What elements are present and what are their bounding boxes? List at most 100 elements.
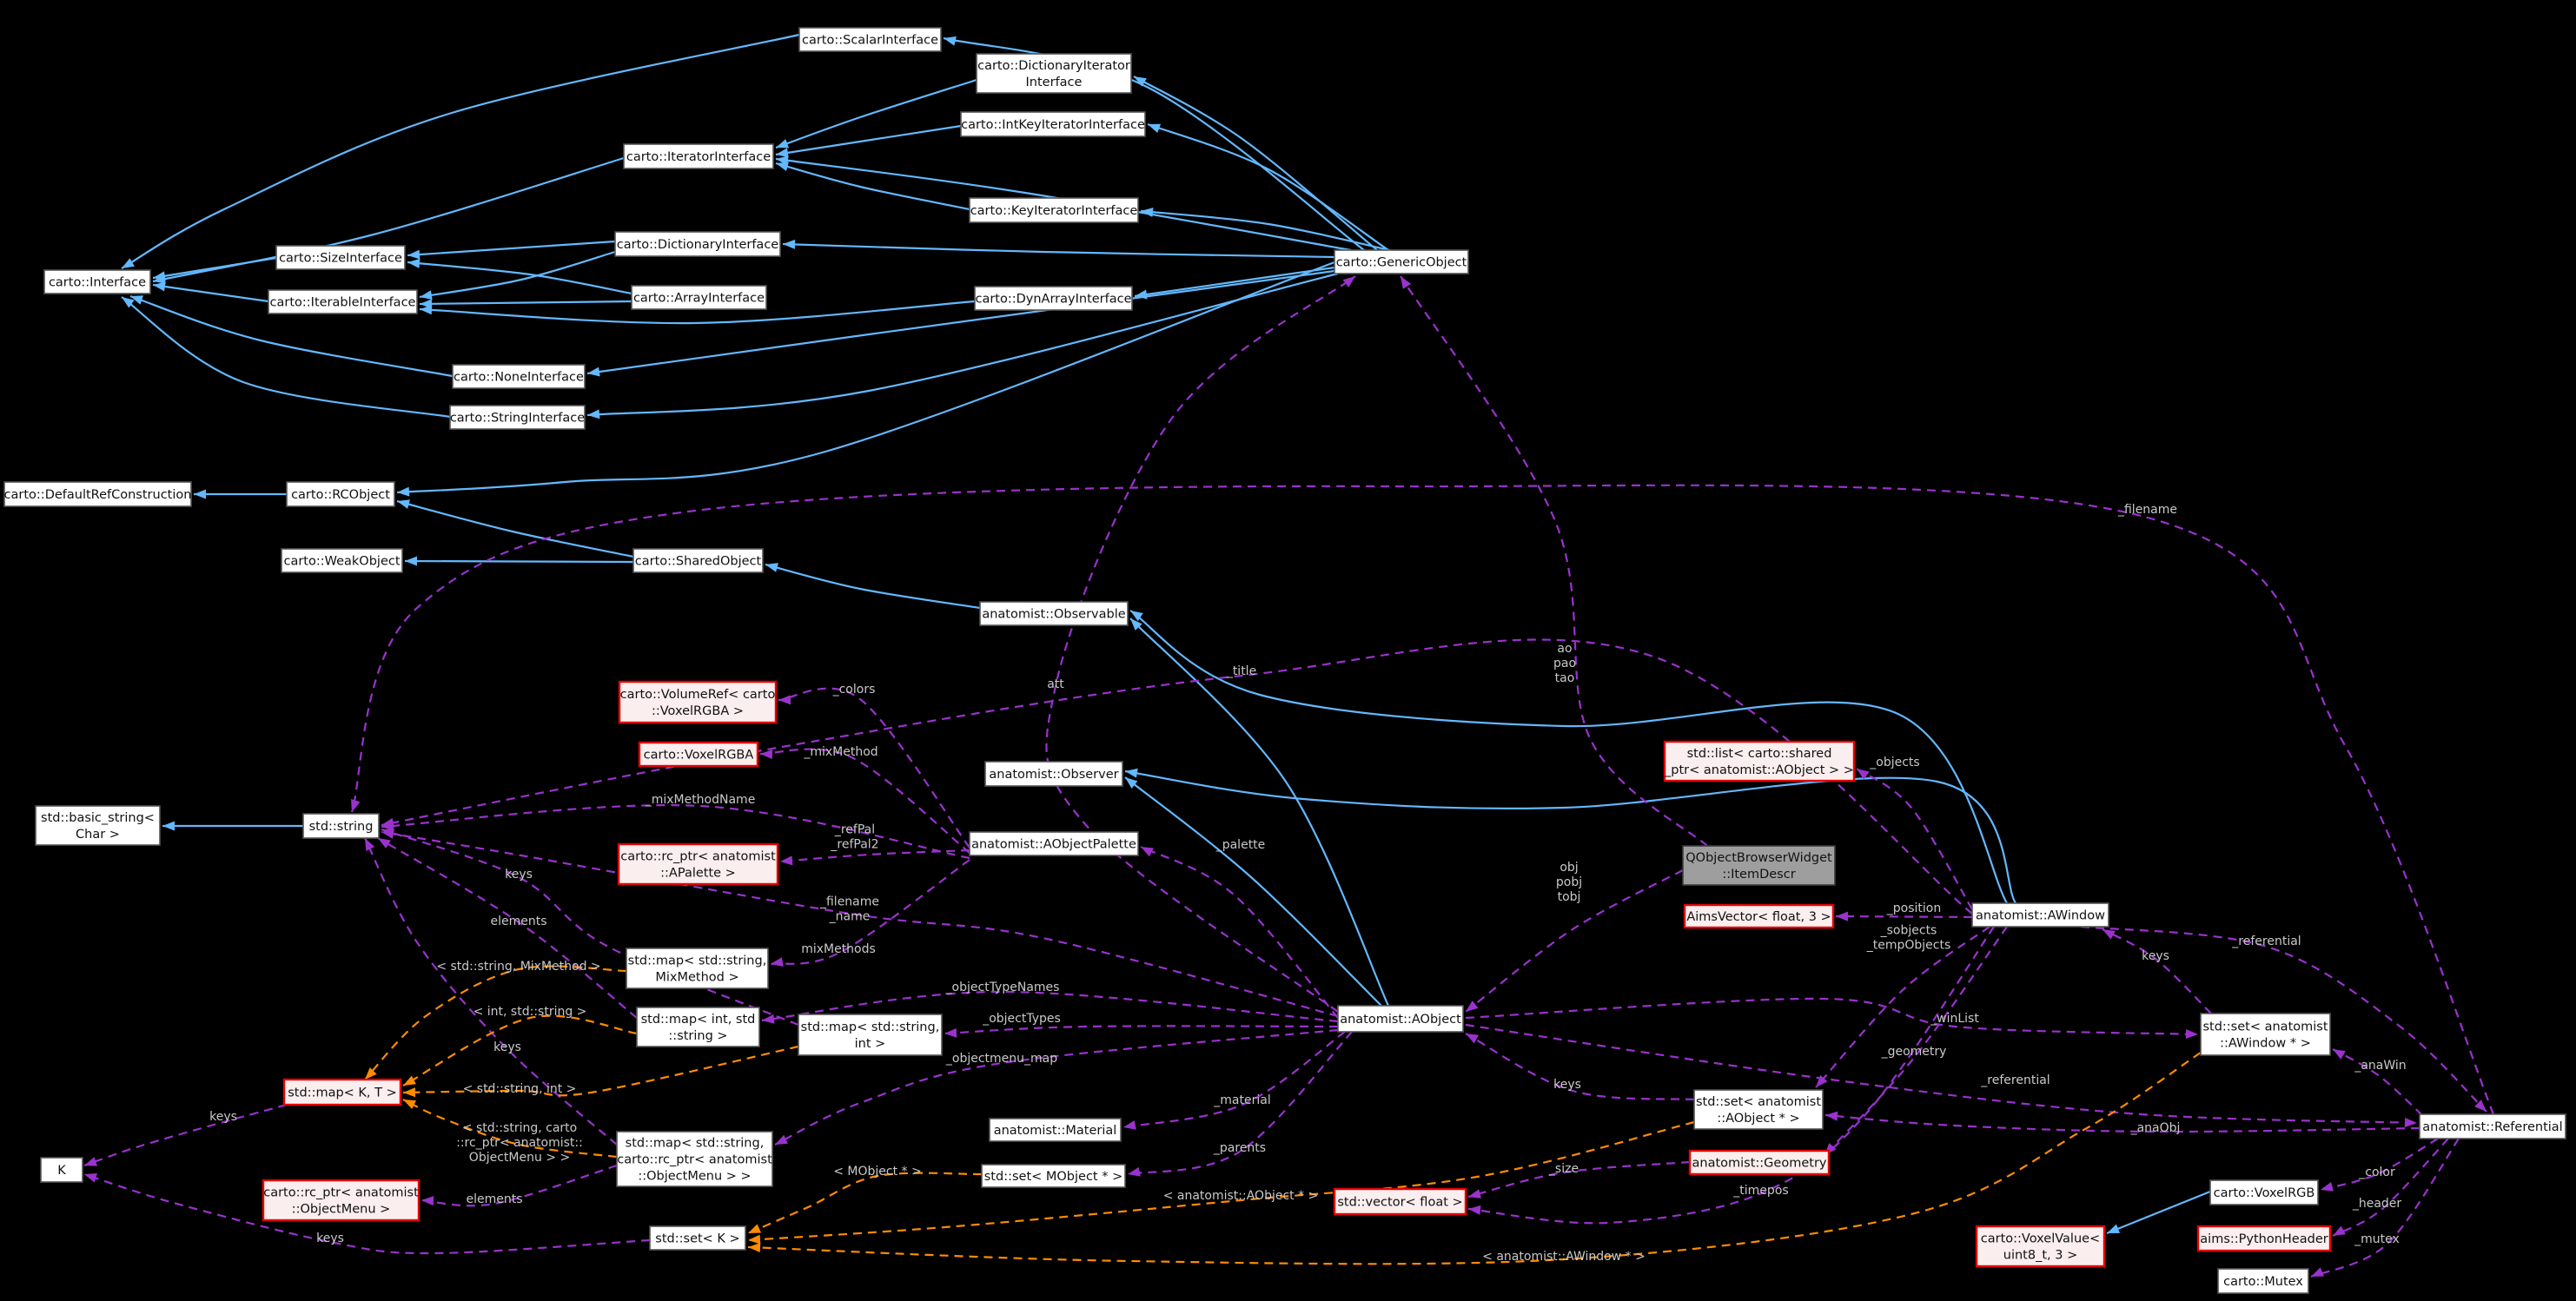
node-box-array-interface[interactable]: [631, 285, 767, 310]
node-box-size-interface[interactable]: [275, 245, 406, 270]
node-set-awindow[interactable]: std::set< anatomist::AWindow * >: [2200, 1013, 2331, 1056]
node-rc-ptr-objectmenu[interactable]: carto::rc_ptr< anatomist::ObjectMenu >: [262, 1179, 421, 1222]
node-dyn-array-interface[interactable]: carto::DynArrayInterface: [974, 286, 1133, 311]
node-box-map-string-mixmethod[interactable]: [626, 948, 769, 989]
node-box-k[interactable]: [40, 1157, 83, 1183]
node-k[interactable]: K: [40, 1157, 83, 1183]
node-box-observable[interactable]: [979, 601, 1129, 626]
node-map-k-t[interactable]: std::map< K, T >: [282, 1078, 402, 1106]
node-aims-vector-float-3[interactable]: AimsVector< float, 3 >: [1683, 903, 1835, 929]
node-observable[interactable]: anatomist::Observable: [979, 601, 1129, 626]
node-box-geometry[interactable]: [1688, 1149, 1831, 1176]
node-map-string-int[interactable]: std::map< std::string,int >: [798, 1014, 943, 1056]
node-interface[interactable]: carto::Interface: [43, 269, 151, 294]
node-material[interactable]: anatomist::Material: [989, 1118, 1122, 1142]
node-box-mutex[interactable]: [2217, 1268, 2309, 1294]
node-box-aobject-palette[interactable]: [969, 831, 1139, 856]
node-key-iterator-interface[interactable]: carto::KeyIteratorInterface: [969, 197, 1139, 223]
node-box-scalar-interface[interactable]: [798, 27, 942, 52]
node-box-set-awindow[interactable]: [2200, 1013, 2331, 1056]
node-awindow[interactable]: anatomist::AWindow: [1971, 902, 2109, 928]
node-box-dictionary-interface[interactable]: [614, 231, 781, 257]
node-map-int-string[interactable]: std::map< int, std::string >: [636, 1007, 760, 1047]
node-array-interface[interactable]: carto::ArrayInterface: [631, 285, 767, 310]
node-box-weak-object[interactable]: [281, 548, 403, 573]
node-box-basic-string[interactable]: [35, 805, 161, 846]
node-voxel-rgba[interactable]: carto::VoxelRGBA: [638, 741, 759, 768]
node-string-interface[interactable]: carto::StringInterface: [449, 405, 586, 430]
node-iterator-interface[interactable]: carto::IteratorInterface: [623, 143, 774, 169]
node-qobject-browser-widget-itemdescr[interactable]: QObjectBrowserWidget::ItemDescr: [1682, 845, 1836, 886]
node-referential[interactable]: anatomist::Referential: [2419, 1113, 2566, 1139]
node-box-interface[interactable]: [43, 269, 151, 294]
node-scalar-interface[interactable]: carto::ScalarInterface: [798, 27, 942, 52]
node-box-map-int-string[interactable]: [636, 1007, 760, 1047]
node-box-rc-ptr-apalette[interactable]: [617, 842, 779, 886]
node-iterable-interface[interactable]: carto::IterableInterface: [268, 289, 418, 314]
node-box-string-interface[interactable]: [449, 405, 586, 430]
node-box-map-string-objectmenu[interactable]: [616, 1131, 773, 1187]
node-box-list-shared-ptr-aobject[interactable]: [1663, 740, 1856, 783]
node-rc-ptr-apalette[interactable]: carto::rc_ptr< anatomist::APalette >: [617, 842, 779, 886]
node-observer[interactable]: anatomist::Observer: [984, 761, 1123, 787]
node-basic-string[interactable]: std::basic_string<Char >: [35, 805, 161, 846]
node-map-string-mixmethod[interactable]: std::map< std::string,MixMethod >: [626, 948, 769, 989]
node-aobject-palette[interactable]: anatomist::AObjectPalette: [969, 831, 1139, 856]
node-map-string-objectmenu[interactable]: std::map< std::string,carto::rc_ptr< ana…: [616, 1131, 773, 1187]
node-std-string[interactable]: std::string: [302, 813, 380, 839]
node-box-material[interactable]: [989, 1118, 1122, 1142]
node-generic-object[interactable]: carto::GenericObject: [1334, 249, 1469, 274]
node-box-set-aobject[interactable]: [1693, 1089, 1824, 1130]
node-volume-ref-voxel-rgba[interactable]: carto::VolumeRef< carto::VoxelRGBA >: [618, 680, 778, 724]
node-geometry[interactable]: anatomist::Geometry: [1688, 1149, 1831, 1176]
node-box-set-k[interactable]: [649, 1225, 746, 1251]
node-weak-object[interactable]: carto::WeakObject: [281, 548, 403, 573]
node-box-generic-object[interactable]: [1334, 249, 1469, 274]
node-box-awindow[interactable]: [1971, 902, 2109, 928]
node-box-voxel-value-uint8-3[interactable]: [1975, 1225, 2106, 1268]
node-box-observer[interactable]: [984, 761, 1123, 787]
node-list-shared-ptr-aobject[interactable]: std::list< carto::shared_ptr< anatomist:…: [1663, 740, 1856, 783]
node-box-vector-float[interactable]: [1333, 1187, 1467, 1216]
node-box-key-iterator-interface[interactable]: [969, 197, 1139, 223]
node-vector-float[interactable]: std::vector< float >: [1333, 1187, 1467, 1216]
node-set-aobject[interactable]: std::set< anatomist::AObject * >: [1693, 1089, 1824, 1130]
node-int-key-iterator-interface[interactable]: carto::IntKeyIteratorInterface: [960, 111, 1146, 137]
node-none-interface[interactable]: carto::NoneInterface: [452, 364, 586, 389]
node-set-k[interactable]: std::set< K >: [649, 1225, 746, 1251]
node-size-interface[interactable]: carto::SizeInterface: [275, 245, 406, 270]
node-voxel-rgb[interactable]: carto::VoxelRGB: [2209, 1179, 2319, 1205]
node-box-referential[interactable]: [2419, 1113, 2566, 1139]
node-box-iterable-interface[interactable]: [268, 289, 418, 314]
node-set-mobject[interactable]: std::set< MObject * >: [981, 1164, 1126, 1188]
node-box-voxel-rgb[interactable]: [2209, 1179, 2319, 1205]
node-rc-object[interactable]: carto::RCObject: [286, 481, 395, 507]
node-box-shared-object[interactable]: [632, 548, 764, 573]
node-box-python-header[interactable]: [2196, 1225, 2332, 1252]
node-box-voxel-rgba[interactable]: [638, 741, 759, 768]
node-box-rc-object[interactable]: [286, 481, 395, 507]
node-box-iterator-interface[interactable]: [623, 143, 774, 169]
node-box-default-ref-construction[interactable]: [3, 481, 192, 507]
node-box-aims-vector-float-3[interactable]: [1683, 903, 1835, 929]
node-box-set-mobject[interactable]: [981, 1164, 1126, 1188]
node-mutex[interactable]: carto::Mutex: [2217, 1268, 2309, 1294]
node-voxel-value-uint8-3[interactable]: carto::VoxelValue<uint8_t, 3 >: [1975, 1225, 2106, 1268]
node-dictionary-interface[interactable]: carto::DictionaryInterface: [614, 231, 781, 257]
node-box-dictionary-iterator-interface[interactable]: [976, 53, 1132, 94]
node-box-std-string[interactable]: [302, 813, 380, 839]
node-box-dyn-array-interface[interactable]: [974, 286, 1133, 311]
node-box-map-string-int[interactable]: [798, 1014, 943, 1056]
node-box-int-key-iterator-interface[interactable]: [960, 111, 1146, 137]
node-default-ref-construction[interactable]: carto::DefaultRefConstruction: [3, 481, 192, 507]
node-box-map-k-t[interactable]: [282, 1078, 402, 1106]
node-box-volume-ref-voxel-rgba[interactable]: [618, 680, 778, 724]
node-python-header[interactable]: aims::PythonHeader: [2196, 1225, 2332, 1252]
node-aobject[interactable]: anatomist::AObject: [1337, 1005, 1464, 1033]
node-shared-object[interactable]: carto::SharedObject: [632, 548, 764, 573]
node-box-none-interface[interactable]: [452, 364, 586, 389]
node-box-rc-ptr-objectmenu[interactable]: [262, 1179, 421, 1222]
node-box-aobject[interactable]: [1337, 1005, 1464, 1033]
node-box-qobject-browser-widget-itemdescr[interactable]: [1682, 845, 1836, 886]
